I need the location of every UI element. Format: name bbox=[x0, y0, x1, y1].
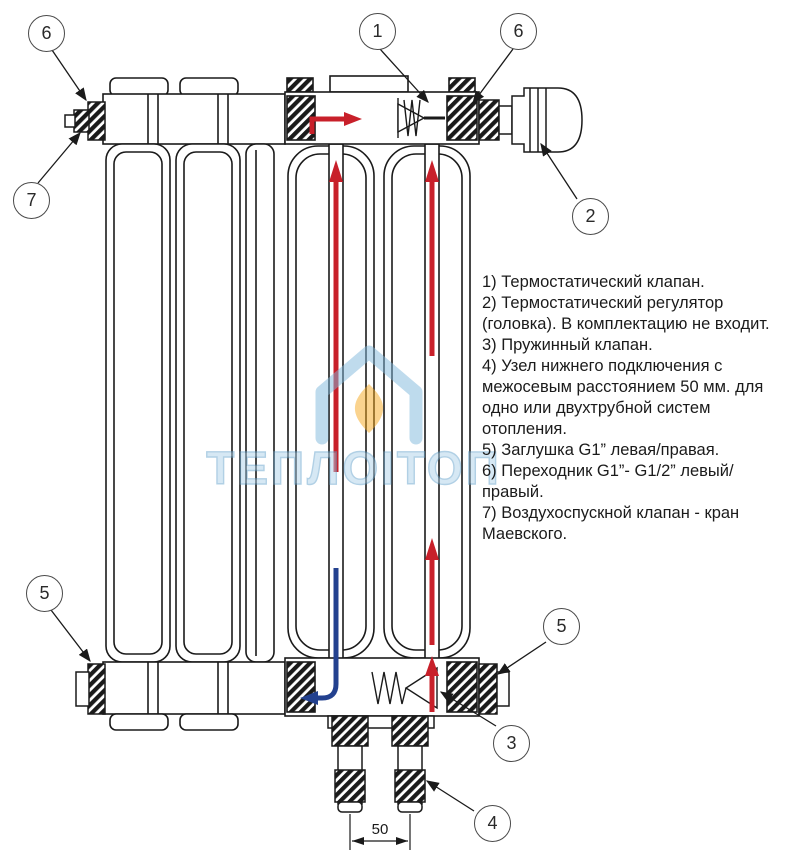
bottom-manifold bbox=[284, 568, 480, 717]
thermostatic-head bbox=[498, 87, 583, 153]
legend-item-3: 3) Пружинный клапан. bbox=[482, 336, 653, 354]
left-fittings bbox=[64, 101, 106, 715]
right-fittings bbox=[478, 87, 583, 715]
callout-3-bottom: 3 bbox=[493, 725, 530, 762]
plug-left bbox=[87, 663, 106, 715]
callout-2-right: 2 bbox=[572, 198, 609, 235]
leader-lines bbox=[37, 48, 578, 812]
legend-item-5: 5) Заглушка G1” левая/правая. bbox=[482, 441, 720, 459]
dimension-50mm bbox=[349, 814, 411, 850]
spring-valve bbox=[371, 666, 438, 710]
cool-return-arrow bbox=[316, 568, 339, 701]
legend-item-6: 6) Переходник G1”- G1/2” левый/правый. bbox=[482, 462, 734, 501]
plug-right bbox=[478, 663, 498, 715]
radiator-section-view bbox=[287, 143, 471, 661]
dimension-label: 50 bbox=[372, 821, 389, 838]
callout-7-left: 7 bbox=[13, 182, 50, 219]
legend-item-1: 1) Термостатический клапан. bbox=[482, 273, 705, 291]
watermark-logo: ТЕПЛОІТОП bbox=[206, 345, 501, 495]
callout-5-bottom-left: 5 bbox=[26, 575, 63, 612]
flow-arrows bbox=[329, 160, 439, 645]
callout-4-bottom: 4 bbox=[474, 805, 511, 842]
flame-icon bbox=[354, 384, 384, 433]
air-vent-valve bbox=[73, 109, 90, 133]
callout-6-top-left: 6 bbox=[28, 15, 65, 52]
legend-item-4: 4) Узел нижнего подключения с межосевым … bbox=[482, 357, 764, 438]
callout-6-top-right: 6 bbox=[500, 13, 537, 50]
bottom-connection-unit bbox=[327, 715, 435, 813]
hot-inlet-arrow bbox=[309, 116, 346, 134]
callout-5-bottom-right: 5 bbox=[543, 608, 580, 645]
thermostatic-valve bbox=[397, 98, 445, 138]
adapter-right bbox=[478, 99, 500, 141]
legend-item-2: 2) Термостатический регулятор (головка).… bbox=[482, 294, 770, 333]
radiator-front-view bbox=[102, 77, 286, 731]
watermark-text: ТЕПЛОІТОП bbox=[206, 442, 501, 494]
callout-1-top: 1 bbox=[359, 13, 396, 50]
legend: 1) Термостатический клапан. 2) Термостат… bbox=[482, 272, 795, 545]
top-manifold bbox=[284, 75, 480, 145]
legend-item-7: 7) Воздухоспускной клапан - кран Маевско… bbox=[482, 504, 740, 543]
adapter-left bbox=[87, 101, 106, 141]
